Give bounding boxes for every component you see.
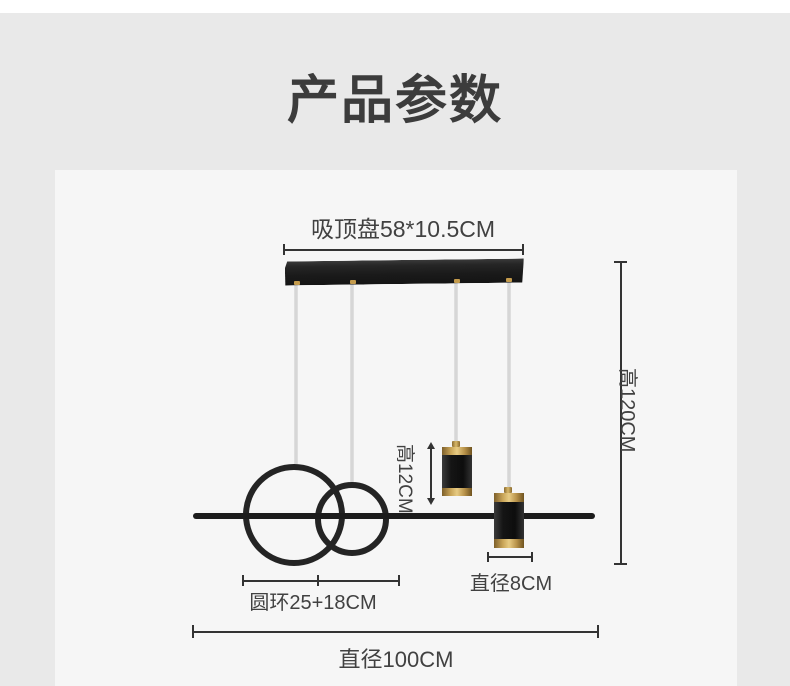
dim-tick (242, 575, 244, 586)
cylinder-cap-top (442, 447, 472, 455)
pendant-cylinder-lower (494, 493, 524, 548)
cylinder-cap-bottom (494, 539, 524, 548)
suspension-wire (508, 281, 510, 489)
cylinder-connector (504, 487, 512, 493)
canopy-mount-dot (506, 278, 512, 282)
canopy-dim-tick-left (283, 244, 285, 255)
cylinder-body (442, 455, 472, 488)
shade-diameter-label: 直径8CM (469, 573, 553, 595)
canopy-dim-tick-right (522, 244, 524, 255)
ceiling-canopy (285, 259, 524, 286)
lamp-horizontal-bar (193, 513, 595, 519)
overall-diameter-dim-line (192, 631, 599, 633)
dim-tick (487, 552, 489, 562)
cylinder-body (494, 502, 524, 539)
page-title: 产品参数 (286, 72, 503, 130)
canopy-mount-dot (454, 279, 460, 283)
total-height-dim-line (620, 262, 622, 565)
overall-diameter-label: 直径100CM (338, 647, 454, 672)
ring-small (315, 482, 389, 556)
product-diagram-panel (55, 170, 737, 686)
dim-arrow-down-icon (427, 498, 435, 505)
dim-tick (398, 575, 400, 586)
shade-height-dim-line (430, 445, 432, 501)
dim-tick (192, 625, 194, 638)
shade-diameter-dim-line (487, 556, 533, 558)
top-strip (0, 0, 790, 13)
total-height-label: 高120CM (616, 368, 638, 453)
dim-tick (597, 625, 599, 638)
dim-tick (614, 261, 627, 263)
cylinder-connector (452, 441, 460, 447)
dim-arrow-up-icon (427, 442, 435, 449)
suspension-wire (295, 284, 297, 466)
cylinder-cap-bottom (442, 488, 472, 496)
rings-label: 圆环25+18CM (249, 592, 377, 614)
shade-height-label: 高12CM (394, 444, 415, 514)
pendant-cylinder-upper (442, 447, 472, 496)
cylinder-cap-top (494, 493, 524, 502)
canopy-dim-line (283, 249, 524, 251)
canopy-dimension-label: 吸顶盘58*10.5CM (310, 216, 496, 242)
suspension-wire (351, 283, 353, 484)
canopy-mount-dot (350, 280, 356, 284)
canopy-mount-dot (294, 281, 300, 285)
dim-tick (531, 552, 533, 562)
suspension-wire (455, 282, 457, 443)
dim-tick (614, 563, 627, 565)
dim-tick (317, 575, 319, 586)
rings-dim-line (242, 580, 400, 582)
